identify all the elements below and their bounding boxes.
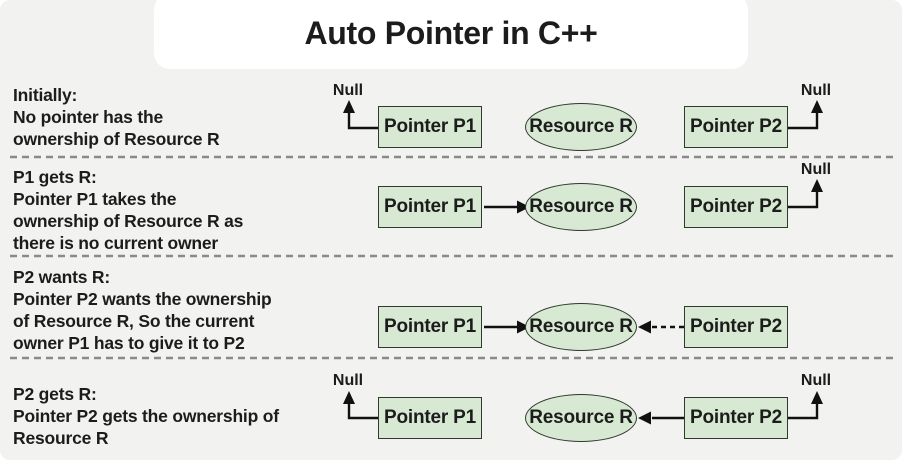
pointer-p1-node-row1: Pointer P1 <box>378 106 482 148</box>
ownership-arrow-p2-row4 <box>638 411 684 425</box>
pointer-p2-node-row1: Pointer P2 <box>684 106 788 148</box>
page-title: Auto Pointer in C++ <box>304 15 598 51</box>
resource-r-node-row3: Resource R <box>525 303 637 351</box>
null-label-p2-row4: Null <box>800 372 832 389</box>
resource-r-node-row2: Resource R <box>525 183 637 231</box>
pointer-p1-node-row3: Pointer P1 <box>378 306 482 348</box>
null-arrow-p2-row4 <box>788 391 823 420</box>
row-description-initially: Initially: No pointer has the ownership … <box>13 85 220 149</box>
row-description-p2-gets-r: P2 gets R: Pointer P2 gets the ownership… <box>13 384 279 448</box>
pointer-p1-node-row2: Pointer P1 <box>378 186 482 228</box>
resource-r-node-row4: Resource R <box>525 394 637 442</box>
title-card: Auto Pointer in C++ <box>154 0 748 69</box>
request-arrow-p2-row3 <box>638 320 684 334</box>
pointer-p2-node-row4: Pointer P2 <box>684 397 788 439</box>
pointer-p2-node-row3: Pointer P2 <box>684 306 788 348</box>
null-label-p1-row4: Null <box>332 372 364 389</box>
null-label-p2-row2: Null <box>800 161 832 178</box>
null-arrow-p2-row2 <box>788 179 823 209</box>
ownership-arrow-p1-row3 <box>484 320 530 334</box>
pointer-p1-node-row4: Pointer P1 <box>378 397 482 439</box>
null-label-p2-row1: Null <box>800 82 832 99</box>
null-arrow-p2-row1 <box>788 100 823 130</box>
pointer-p2-node-row2: Pointer P2 <box>684 186 788 228</box>
ownership-arrow-p1-row2 <box>484 200 530 214</box>
null-label-p1-row1: Null <box>332 82 364 99</box>
row-description-p1-gets-r: P1 gets R: Pointer P1 takes the ownershi… <box>13 167 244 253</box>
row-description-p2-wants-r: P2 wants R: Pointer P2 wants the ownersh… <box>13 267 272 353</box>
resource-r-node-row1: Resource R <box>525 103 637 151</box>
